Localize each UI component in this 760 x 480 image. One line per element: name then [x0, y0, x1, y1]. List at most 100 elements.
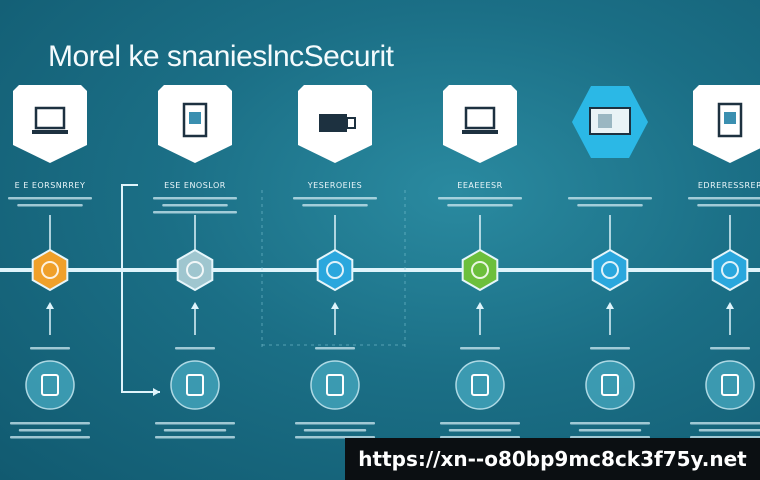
text-line [155, 436, 235, 439]
text-line [690, 422, 760, 425]
text-line [155, 422, 235, 425]
text-line [697, 204, 760, 207]
text-line [153, 197, 237, 200]
stage-description [438, 197, 522, 207]
arrow-head [191, 302, 199, 309]
stage-note [175, 347, 215, 350]
printer-icon [319, 114, 356, 132]
stage-circle [705, 360, 755, 410]
stage-label: ESE ENOSLOR [164, 181, 226, 190]
stage-note [590, 347, 630, 350]
icon-shape [462, 130, 498, 134]
text-line [162, 204, 228, 207]
icon-shape [589, 107, 631, 135]
stage-description [8, 197, 92, 207]
stage-description [568, 197, 652, 207]
stage-footer-text [440, 422, 520, 439]
stage-label: E E EORSNRREY [15, 181, 86, 190]
text-line [315, 347, 355, 350]
timeline-node [176, 248, 214, 292]
text-line [688, 197, 760, 200]
text-line [30, 347, 70, 350]
node-icon [186, 261, 204, 279]
node-icon [41, 261, 59, 279]
stage-note [30, 347, 70, 350]
circle-icon [721, 374, 739, 396]
stage-footer-text [570, 422, 650, 439]
stage-card [443, 85, 517, 163]
stage-label: EEAEEESR [457, 181, 502, 190]
stage-footer-text [690, 422, 760, 439]
circle-icon [186, 374, 204, 396]
stage-circle [170, 360, 220, 410]
text-line [577, 204, 643, 207]
text-line [698, 429, 760, 432]
node-icon [601, 261, 619, 279]
arrow-head [726, 302, 734, 309]
node-icon [326, 261, 344, 279]
icon-shape [464, 106, 496, 130]
stage-label: EDRERESSRER [698, 181, 760, 190]
stage-footer-text [295, 422, 375, 439]
text-line [440, 436, 520, 439]
text-line [163, 429, 227, 432]
node-icon [721, 261, 739, 279]
icon-shape [598, 114, 612, 128]
stage-note [460, 347, 500, 350]
icon-shape [717, 102, 743, 138]
stage-circle [25, 360, 75, 410]
text-line [438, 197, 522, 200]
document-icon [182, 102, 208, 138]
stage-card [13, 85, 87, 163]
text-line [690, 436, 760, 439]
icon-shape [346, 117, 356, 129]
text-line [570, 436, 650, 439]
monitor-icon [462, 106, 498, 134]
text-line [570, 422, 650, 425]
text-line [153, 211, 237, 214]
text-line [460, 347, 500, 350]
timeline-node [31, 248, 69, 292]
icon-shape [189, 112, 201, 124]
text-line [10, 422, 90, 425]
icon-shape [32, 130, 68, 134]
text-line [293, 197, 377, 200]
icon-shape [34, 106, 66, 130]
text-line [295, 436, 375, 439]
stage-note [710, 347, 750, 350]
node-icon [471, 261, 489, 279]
timeline-node [711, 248, 749, 292]
server-icon [589, 107, 631, 135]
icon-shape [319, 114, 347, 132]
arrow-head [606, 302, 614, 309]
circle-icon [601, 374, 619, 396]
text-line [303, 429, 367, 432]
text-line [440, 422, 520, 425]
text-line [10, 436, 90, 439]
circle-icon [471, 374, 489, 396]
timeline-node [316, 248, 354, 292]
file-icon [717, 102, 743, 138]
text-line [302, 204, 368, 207]
text-line [710, 347, 750, 350]
laptop-icon [32, 106, 68, 134]
text-line [447, 204, 513, 207]
stage-footer-text [155, 422, 235, 439]
stage-note [315, 347, 355, 350]
text-line [590, 347, 630, 350]
stage-circle [455, 360, 505, 410]
icon-shape [724, 112, 736, 124]
text-line [448, 429, 512, 432]
stage-circle [310, 360, 360, 410]
arrow-head [153, 388, 160, 396]
stage-circle [585, 360, 635, 410]
icon-shape [182, 102, 208, 138]
timeline-node [591, 248, 629, 292]
diagram-title: Morel ke snanieslncSecurit [48, 40, 394, 73]
circle-icon [326, 374, 344, 396]
text-line [175, 347, 215, 350]
stage-description [293, 197, 377, 207]
stage-description [153, 197, 237, 214]
text-line [568, 197, 652, 200]
timeline-node [461, 248, 499, 292]
